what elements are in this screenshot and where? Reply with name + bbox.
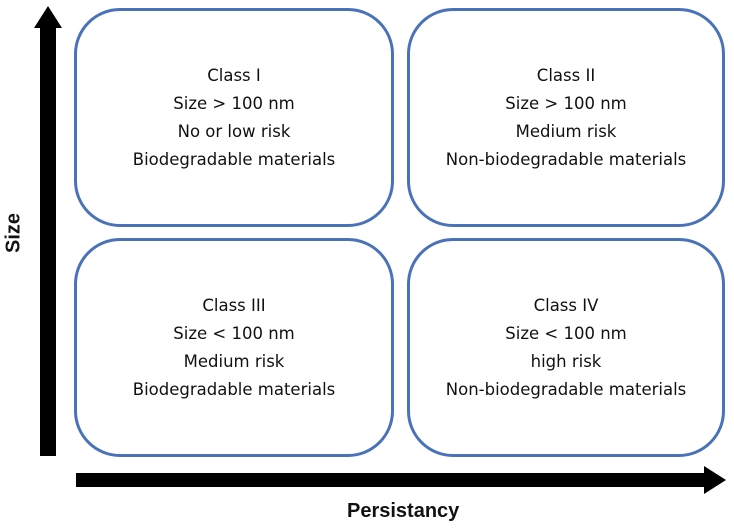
quadrant-size: Size < 100 nm xyxy=(173,323,295,343)
x-axis-label: Persistancy xyxy=(347,500,460,522)
quadrant-class-3: Class III Size < 100 nm Medium risk Biod… xyxy=(74,238,394,457)
quadrant-size: Size < 100 nm xyxy=(505,323,627,343)
quadrant-material: Biodegradable materials xyxy=(132,149,336,169)
quadrant-class-title: Class IV xyxy=(533,295,599,315)
quadrant-class-2: Class II Size > 100 nm Medium risk Non-b… xyxy=(407,8,725,227)
quadrant-risk: No or low risk xyxy=(177,121,291,141)
quadrant-class-title: Class II xyxy=(536,65,596,85)
quadrant-risk: Medium risk xyxy=(183,351,285,371)
x-axis-shaft xyxy=(76,473,712,487)
x-axis-arrowhead xyxy=(704,466,726,494)
quadrant-size: Size > 100 nm xyxy=(173,93,295,113)
quadrant-material: Non-biodegradable materials xyxy=(445,149,687,169)
quadrant-class-title: Class III xyxy=(202,295,266,315)
quadrant-material: Non-biodegradable materials xyxy=(445,379,687,399)
quadrant-class-4: Class IV Size < 100 nm high risk Non-bio… xyxy=(407,238,725,457)
y-axis-label: Size xyxy=(2,212,25,254)
y-axis-shaft xyxy=(40,24,56,456)
quadrant-class-1: Class I Size > 100 nm No or low risk Bio… xyxy=(74,8,394,227)
quadrant-risk: Medium risk xyxy=(515,121,617,141)
quadrant-size: Size > 100 nm xyxy=(505,93,627,113)
y-axis-arrowhead xyxy=(34,6,62,28)
quadrant-class-title: Class I xyxy=(207,65,261,85)
quadrant-material: Biodegradable materials xyxy=(132,379,336,399)
quadrant-risk: high risk xyxy=(530,351,602,371)
